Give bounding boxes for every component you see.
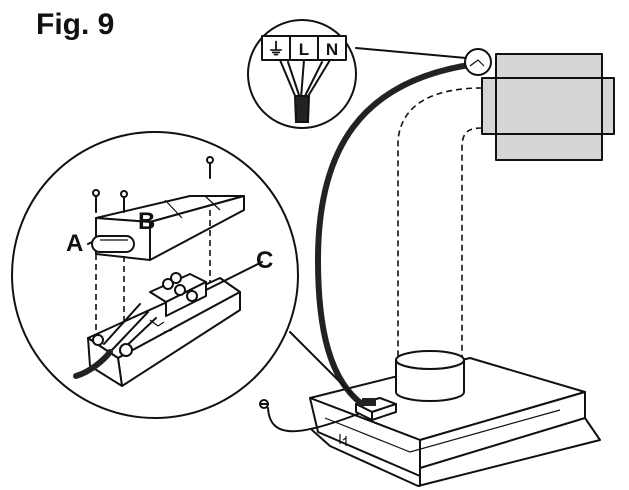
live-terminal-label: L: [299, 40, 309, 59]
earth-terminal-symbol: ⏚: [268, 40, 285, 59]
cooker-hood: [309, 350, 601, 487]
terminal-base: [87, 272, 241, 387]
terminal-inset: ⏚ L N: [247, 19, 357, 129]
label-c: C: [256, 247, 273, 274]
earth-lead: [267, 407, 359, 433]
label-a: A: [66, 230, 83, 257]
hood-terminal-block: [355, 397, 397, 421]
label-b: B: [138, 208, 155, 235]
power-cable: [315, 61, 479, 407]
duct-hidden-lines: [397, 87, 483, 360]
figure-title: Fig. 9: [36, 8, 114, 41]
motor-body: [495, 53, 603, 161]
cable-clamp-a: [91, 235, 135, 253]
screws: [92, 156, 214, 213]
motor-housing: [481, 53, 615, 161]
supply-cable: [73, 349, 113, 379]
neutral-terminal-label: N: [326, 40, 338, 59]
motor-connection-point: [464, 48, 492, 76]
connection-detail-inset: [11, 131, 299, 419]
